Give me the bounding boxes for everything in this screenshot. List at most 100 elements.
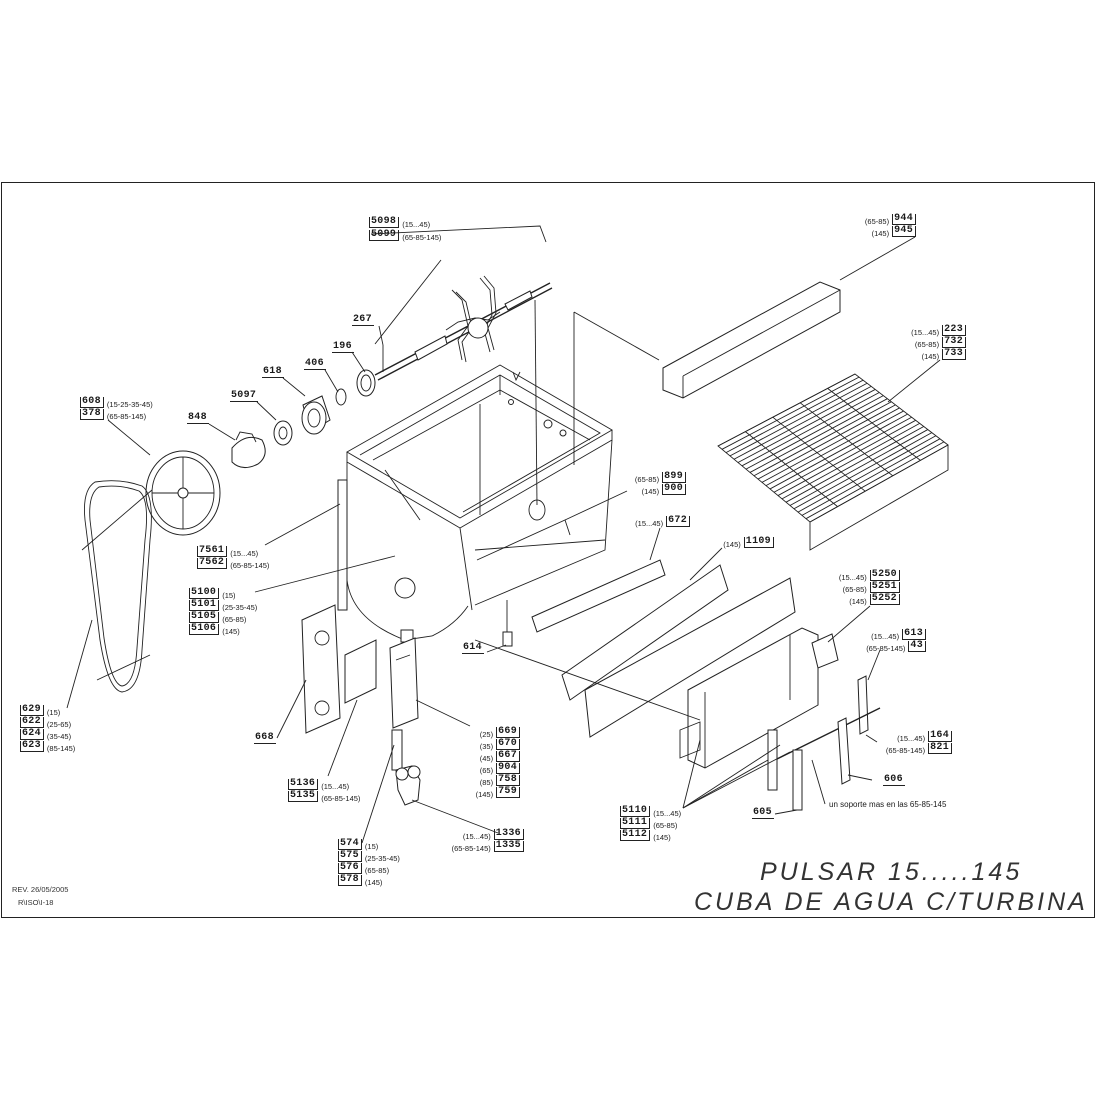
part-number-label: 5252 [869, 594, 900, 605]
model-range-note: (65-85) [864, 216, 890, 226]
callout-7561: 7561(15...45) [197, 546, 258, 557]
part-number-label: 670 [496, 739, 520, 750]
part-number-label: 848 [187, 412, 209, 424]
callout-1336: (15...45)1336 [420, 829, 524, 840]
part-number-label: 5098 [369, 217, 400, 228]
grate-bar [781, 422, 920, 500]
callout-5110: 5110(15...45) [620, 806, 681, 817]
model-range-note: (65) [479, 765, 494, 775]
model-range-note: (65-85-145) [321, 793, 361, 803]
part-number-label: 732 [942, 337, 966, 348]
part-number-label: 899 [662, 472, 686, 483]
callout-578: 578(145) [338, 875, 382, 886]
model-range-note: (25) [479, 729, 494, 739]
callout-378: 378(65-85-145) [80, 409, 146, 420]
callout-5251: (65-85)5251 [820, 582, 900, 593]
callout-5099: 5099(65-85-145) [369, 230, 441, 241]
part-number-label: 43 [908, 641, 926, 652]
model-range-note: (15...45) [911, 327, 940, 337]
part-number-label: 668 [254, 732, 276, 744]
callout-5112: 5112(145) [620, 830, 671, 841]
grate-bar [789, 429, 928, 506]
part-number-label: 575 [338, 851, 362, 862]
grate-bar [765, 410, 904, 487]
grate-bar [725, 379, 864, 454]
callout-576: 576(65-85) [338, 863, 389, 874]
callout-672: (15...45)672 [610, 516, 690, 527]
callout-759: (145)759 [458, 787, 520, 798]
model-range-note: (65-85-145) [451, 843, 491, 853]
model-range-note: (65-85-145) [885, 745, 926, 755]
model-range-note: (15...45) [871, 631, 900, 641]
grate-bar [737, 389, 876, 463]
callout-267: 267 [352, 315, 374, 326]
grate [717, 373, 949, 551]
callout-5111: 5111(65-85) [620, 818, 677, 829]
callout-5101: 5101(25-35-45) [189, 600, 257, 611]
part-number-label: 5110 [620, 806, 651, 817]
model-range-note: (145) [921, 351, 940, 361]
part-number-label: 5135 [288, 791, 319, 802]
model-range-note: (15) [364, 841, 379, 851]
model-range-note: (25-35-45) [364, 853, 400, 863]
model-range-note: (65-85-145) [402, 232, 442, 242]
model-range-note: (15...45) [230, 548, 259, 558]
callout-5252: (145)5252 [820, 594, 900, 605]
callout-614: 614 [462, 643, 484, 654]
part-number-label: 622 [20, 717, 44, 728]
grate-bar [733, 385, 872, 460]
grate-bar [793, 432, 933, 510]
callout-5100: 5100(15) [189, 588, 236, 599]
callout-899: (65-85)899 [600, 472, 686, 483]
grate-bar [741, 392, 880, 467]
part-number-label: 5105 [189, 612, 220, 623]
drive-belt [84, 480, 152, 693]
grate-bar [797, 435, 937, 513]
part-number-label: 821 [928, 743, 952, 754]
grate-bar [745, 395, 884, 470]
part-number-label: 605 [752, 807, 774, 819]
part-number-label: 900 [662, 484, 686, 495]
grate-bar [769, 413, 908, 490]
model-range-note: (65-85-145) [230, 560, 270, 570]
part-number-label: 759 [496, 787, 520, 798]
turbine-shaft [374, 282, 553, 381]
leader-lines [66, 225, 941, 844]
model-range-note: (65-85-145) [866, 643, 906, 653]
model-range-note: (15...45) [897, 733, 926, 743]
callout-900: (145)900 [600, 484, 686, 495]
part-number-label: 606 [883, 774, 905, 786]
callout-904: (65)904 [458, 763, 520, 774]
model-range-note: (145) [364, 877, 383, 887]
callout-944: (65-85)944 [810, 214, 916, 225]
callout-5135: 5135(65-85-145) [288, 791, 360, 802]
part-number-label: 629 [20, 705, 44, 716]
part-number-label: 614 [462, 642, 484, 654]
callout-758: (85)758 [458, 775, 520, 786]
grate-bar [729, 382, 868, 457]
part-number-label: 406 [304, 358, 326, 370]
part-number-label: 667 [496, 751, 520, 762]
callout-1335: (65-85-145)1335 [420, 841, 524, 852]
callout-605: 605 [752, 808, 774, 819]
callout-848: 848 [187, 413, 209, 424]
model-range-note: (145) [641, 486, 660, 496]
part-number-label: 574 [338, 839, 362, 850]
model-range-note: (85) [479, 777, 494, 787]
callout-575: 575(25-35-45) [338, 851, 400, 862]
part-number-label: 196 [332, 341, 354, 353]
part-number-label: 5099 [369, 230, 400, 241]
part-number-label: 672 [666, 516, 690, 527]
part-number-label: 5097 [230, 390, 259, 402]
model-range-note: (15...45) [653, 808, 682, 818]
model-range-note: (15-25-35-45) [106, 399, 153, 409]
callout-733: (145)733 [880, 349, 966, 360]
part-number-label: 5251 [869, 582, 900, 593]
grate-bar [757, 404, 896, 480]
model-range-note: (145) [849, 596, 867, 606]
part-number-label: 1109 [743, 537, 774, 548]
model-range-note: (45) [479, 753, 494, 763]
part-number-label: 267 [352, 314, 374, 326]
part-number-label: 7562 [197, 558, 228, 569]
drawing-frame [1, 182, 1095, 918]
